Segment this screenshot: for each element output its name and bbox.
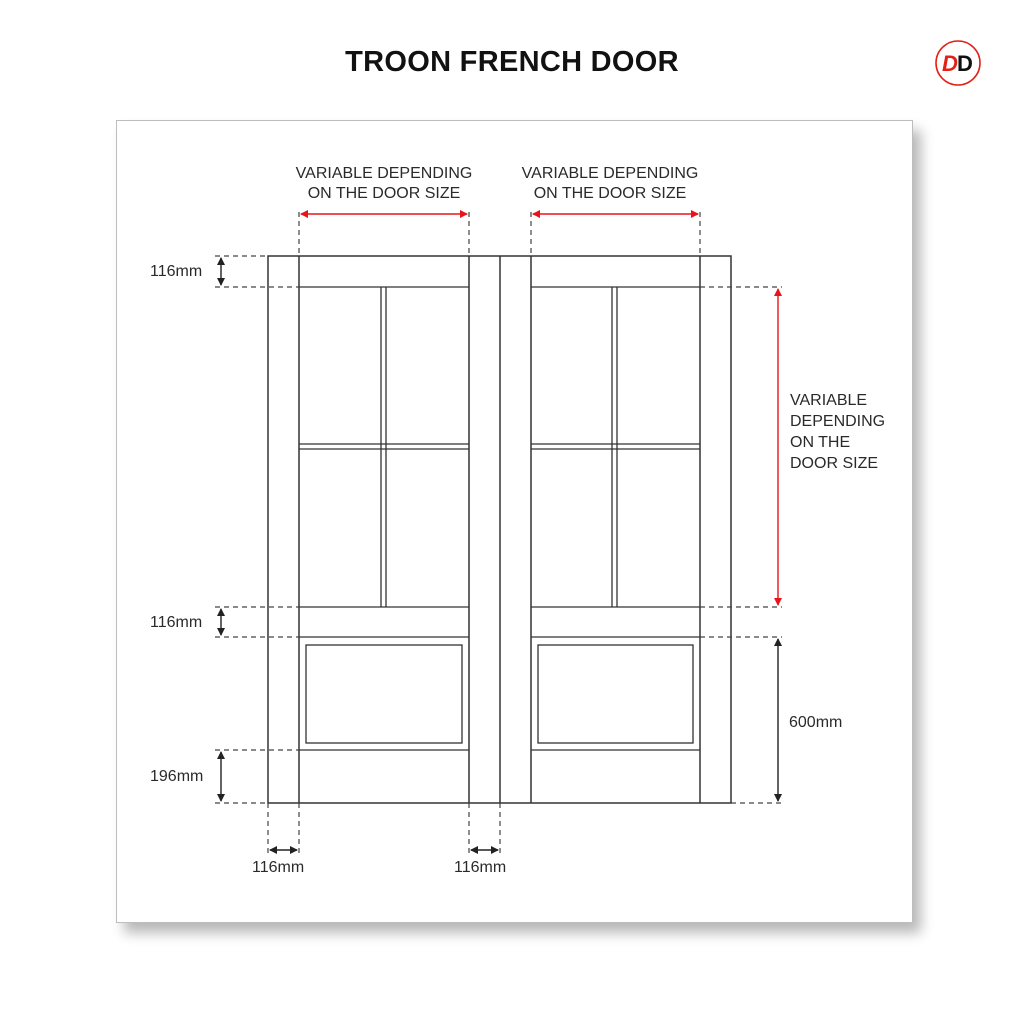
bottom-rail-dimension: 196mm [150,768,204,785]
svg-text:D: D [942,51,958,76]
panel-height-dimension: 600mm [789,714,843,731]
label-line: VARIABLE [790,392,868,409]
svg-text:D: D [957,51,973,76]
variable-dimension-arrows [300,210,782,606]
left-leaf [299,286,469,751]
label-line: ON THE DOOR SIZE [533,185,687,202]
left-stile-dimension: 116mm [252,859,305,876]
dd-logo-icon: D D [935,40,981,86]
top-rail-dimension: 116mm [150,263,203,280]
label-line: DEPENDING [790,413,886,430]
door-frame [267,255,732,804]
lock-rail-dimension: 116mm [150,614,203,631]
right-leaf [531,286,700,751]
label-line: VARIABLE DEPENDING [521,165,699,182]
label-line: DOOR SIZE [790,455,879,472]
brand-logo: D D [934,39,982,87]
fixed-dimension-arrows [217,257,782,854]
top-left-width-label: VARIABLE DEPENDING ON THE DOOR SIZE [274,164,494,204]
label-line: ON THE [790,434,851,451]
glass-height-label: VARIABLE DEPENDING ON THE DOOR SIZE [790,390,910,474]
label-line: VARIABLE DEPENDING [295,165,473,182]
extension-lines [215,212,782,855]
label-line: ON THE DOOR SIZE [307,185,461,202]
top-right-width-label: VARIABLE DEPENDING ON THE DOOR SIZE [500,164,720,204]
center-stile-dimension: 116mm [454,859,507,876]
page-title: TROON FRENCH DOOR [345,46,679,78]
